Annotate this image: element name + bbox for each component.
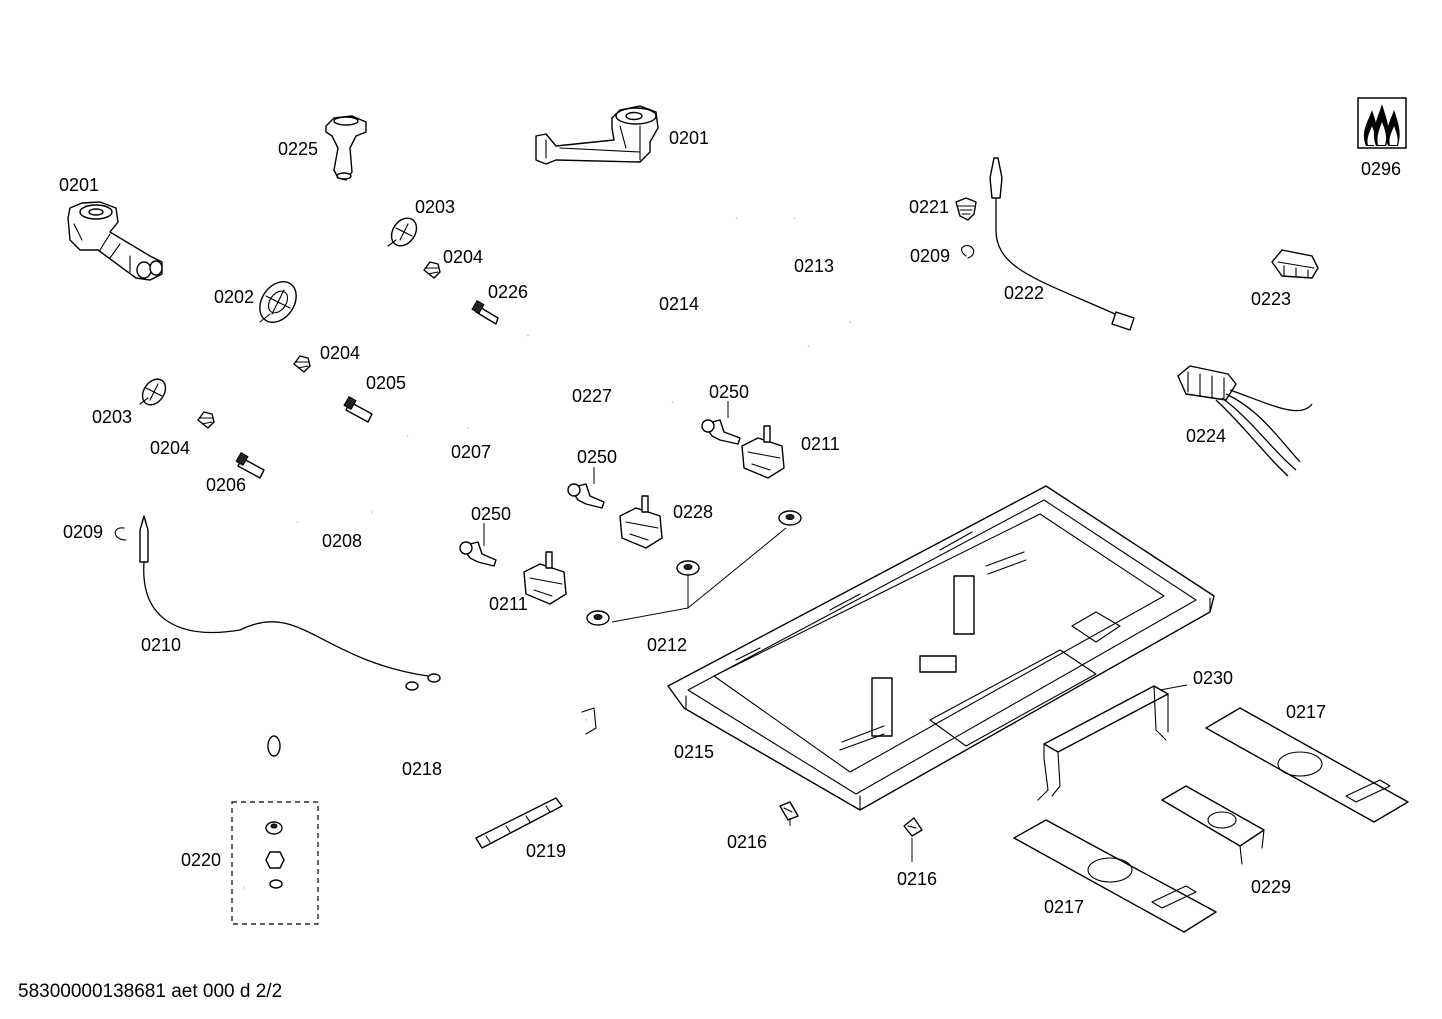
label-0250-a: 0250 [709, 382, 749, 402]
gas-flame-icon [1357, 97, 1407, 149]
leader-lines [483, 401, 1188, 862]
clip-right [903, 817, 923, 837]
label-0228: 0228 [673, 502, 713, 522]
nozzle-cone-1 [423, 261, 441, 279]
label-0209-left: 0209 [63, 522, 103, 542]
label-0250-c: 0250 [471, 504, 511, 524]
washer-3 [586, 610, 610, 626]
thermocouple-clip-left [114, 527, 127, 541]
burner-body-left [67, 201, 163, 281]
label-0201-right: 0201 [669, 128, 709, 148]
gas-pipe-0227 [526, 335, 673, 404]
support-plate-small [1161, 785, 1265, 865]
flame-spreader-lower [139, 378, 167, 406]
thermo-housing-2 [567, 483, 605, 509]
label-0213: 0213 [794, 256, 834, 276]
support-plate-upper [1205, 707, 1409, 823]
label-0217-lower: 0217 [1044, 897, 1084, 917]
washer-1 [778, 510, 802, 526]
label-0204-b: 0204 [320, 343, 360, 363]
label-0216-right: 0216 [897, 869, 937, 889]
label-0208: 0208 [322, 531, 362, 551]
washer-2 [676, 560, 700, 576]
label-0222: 0222 [1004, 283, 1044, 303]
burner-body-right [535, 105, 659, 165]
label-0201-left: 0201 [59, 175, 99, 195]
thermocouple [139, 515, 441, 691]
label-0221: 0221 [909, 197, 949, 217]
gas-pipe-0208 [297, 496, 373, 524]
flame-spreader-upper [387, 217, 418, 247]
base-tray [667, 485, 1215, 811]
document-footer-code: 58300000138681 aet 000 d 2/2 [18, 981, 283, 1002]
label-0223: 0223 [1251, 289, 1291, 309]
label-0202: 0202 [214, 287, 254, 307]
part-labels: 0201 0201 0225 0203 0203 0204 0204 0204 … [59, 128, 1401, 917]
label-0224: 0224 [1186, 426, 1226, 446]
flame-spreader-large [259, 281, 297, 323]
label-0226: 0226 [488, 282, 528, 302]
gas-valve-middle [619, 495, 663, 549]
injector-holder [325, 115, 367, 181]
label-0217-upper: 0217 [1286, 702, 1326, 722]
support-plate-lower [1013, 819, 1217, 933]
thermocouple-clip-upper [961, 245, 975, 259]
nozzle-cone-2 [293, 355, 311, 373]
label-0211-upper: 0211 [801, 434, 840, 454]
label-0218: 0218 [402, 759, 442, 779]
thermo-housing-1 [701, 419, 741, 445]
label-0205: 0205 [366, 373, 406, 393]
ignition-electrode [989, 157, 1135, 331]
injector-0205 [343, 395, 373, 423]
label-0203-lower: 0203 [92, 407, 132, 427]
mounting-bracket [1037, 685, 1169, 801]
label-0211-lower: 0211 [489, 594, 528, 614]
injector-0206 [235, 451, 265, 479]
label-0296: 0296 [1361, 159, 1401, 179]
mounting-rail [475, 797, 563, 849]
label-0225: 0225 [278, 139, 318, 159]
ignition-module [1271, 249, 1319, 279]
label-0214: 0214 [659, 294, 699, 314]
label-0206: 0206 [206, 475, 246, 495]
label-0207: 0207 [451, 442, 491, 462]
gas-pipe-0213 [725, 216, 851, 324]
thermo-housing-3 [459, 541, 497, 567]
label-0204-c: 0204 [150, 438, 190, 458]
connector-kit [231, 801, 319, 925]
nozzle-cone-3 [197, 411, 215, 429]
clip-left [779, 801, 799, 821]
label-0216-left: 0216 [727, 832, 767, 852]
gas-pipe-0214 [652, 216, 809, 348]
gas-valve-lower [523, 551, 567, 605]
label-0203-upper: 0203 [415, 197, 455, 217]
label-0210: 0210 [141, 635, 181, 655]
label-0230: 0230 [1193, 668, 1233, 688]
label-0227: 0227 [572, 386, 612, 406]
label-0250-b: 0250 [577, 447, 617, 467]
injector-0226 [471, 299, 499, 325]
label-0219: 0219 [526, 841, 566, 861]
switch-block [1177, 365, 1313, 477]
label-0220: 0220 [181, 850, 221, 870]
label-0229: 0229 [1251, 877, 1291, 897]
gas-valve-upper [741, 425, 785, 479]
label-0209-upper: 0209 [910, 246, 950, 266]
label-0204-a: 0204 [443, 247, 483, 267]
main-gas-pipe [267, 707, 597, 821]
label-0215: 0215 [674, 742, 714, 762]
ignition-cap [955, 197, 977, 221]
gas-pipe-0207 [407, 416, 469, 438]
label-0212: 0212 [647, 635, 687, 655]
